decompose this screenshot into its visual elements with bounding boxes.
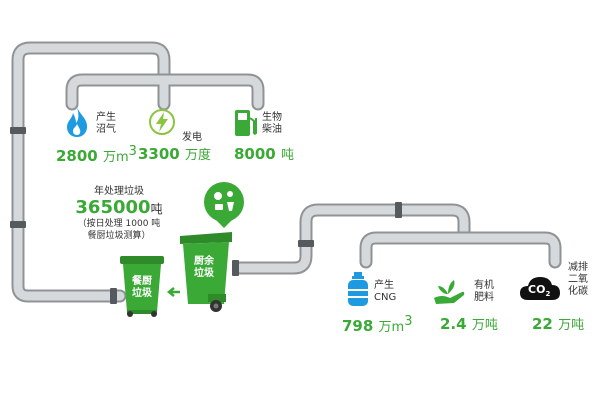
fertilizer-unit: 万吨 — [471, 318, 498, 333]
info-title: 年处理垃圾 — [94, 186, 144, 197]
info-note-1: （按日处理 1000 吨 — [77, 219, 161, 229]
co2-glyph-sub: 2 — [545, 290, 551, 299]
product-fertilizer: 有机 肥料 2.4 万吨 — [430, 270, 510, 334]
arrow-left-icon — [166, 287, 180, 297]
co2-unit: 万吨 — [558, 318, 585, 333]
fertilizer-label-1: 有机 — [474, 280, 494, 291]
left-bin-label-2: 垃圾 — [132, 288, 152, 299]
info-note-2: 餐厨垃圾测算） — [87, 231, 151, 241]
recycle-bubble-icon — [204, 182, 244, 228]
biogas-value: 2800 — [56, 147, 98, 165]
gas-cylinder-icon — [348, 272, 368, 306]
co2-value: 22 — [532, 315, 553, 333]
fuel-pump-icon — [235, 110, 257, 136]
info-amount: 365000 — [75, 197, 151, 218]
info-amount-unit: 吨 — [150, 202, 163, 216]
annual-processing-info: 年处理垃圾 365000吨 （按日处理 1000 吨 餐厨垃圾测算） — [64, 182, 174, 242]
fertilizer-value: 2.4 — [440, 315, 467, 333]
fertilizer-label-2: 肥料 — [474, 292, 494, 303]
electricity-unit: 万度 — [184, 148, 211, 163]
product-biogas: 产生 沼气 2800 万m3 — [56, 104, 154, 166]
co2-label-1: 减排 — [568, 262, 588, 273]
co2-cloud-icon: CO2 — [518, 274, 562, 302]
electricity-value: 3300 — [138, 145, 180, 163]
flame-icon — [67, 107, 88, 137]
biodiesel-unit: 吨 — [280, 148, 294, 163]
kitchen-waste-bin-icon — [120, 256, 164, 317]
cng-label-2: CNG — [374, 292, 397, 303]
biogas-label-1: 产生 — [96, 112, 116, 123]
right-bin-label-2: 垃圾 — [194, 268, 214, 279]
product-cng: 产生 CNG 798 万m3 — [342, 270, 422, 335]
co2-label-3: 化碳 — [568, 286, 588, 297]
co2-glyph: CO — [528, 283, 546, 296]
left-bin-label-1: 餐厨 — [132, 276, 152, 287]
product-co2-reduction: CO2 减排 二氧 化碳 22 万吨 — [518, 262, 598, 334]
product-electricity: 发电 3300 万度 — [138, 104, 238, 166]
electricity-label: 发电 — [182, 132, 202, 143]
cng-label-1: 产生 — [374, 280, 394, 291]
biodiesel-label-2: 柴油 — [262, 124, 282, 135]
biogas-label-2: 沼气 — [96, 124, 116, 135]
cng-unit-sup: 3 — [404, 314, 413, 329]
biogas-unit-sup: 3 — [128, 144, 137, 159]
cng-value: 798 — [342, 317, 374, 335]
biodiesel-value: 8000 — [234, 145, 276, 163]
right-bin-label-1: 厨余 — [194, 256, 214, 267]
co2-label-2: 二氧 — [568, 274, 588, 285]
plant-hand-icon — [434, 280, 465, 304]
biodiesel-label-1: 生物 — [262, 112, 282, 123]
lightning-icon — [149, 109, 175, 135]
food-waste-bin-icon — [180, 232, 232, 312]
biogas-unit: 万m — [102, 150, 129, 165]
product-biodiesel: 生物 柴油 8000 吨 — [232, 104, 322, 166]
cng-unit: 万m — [378, 320, 405, 335]
